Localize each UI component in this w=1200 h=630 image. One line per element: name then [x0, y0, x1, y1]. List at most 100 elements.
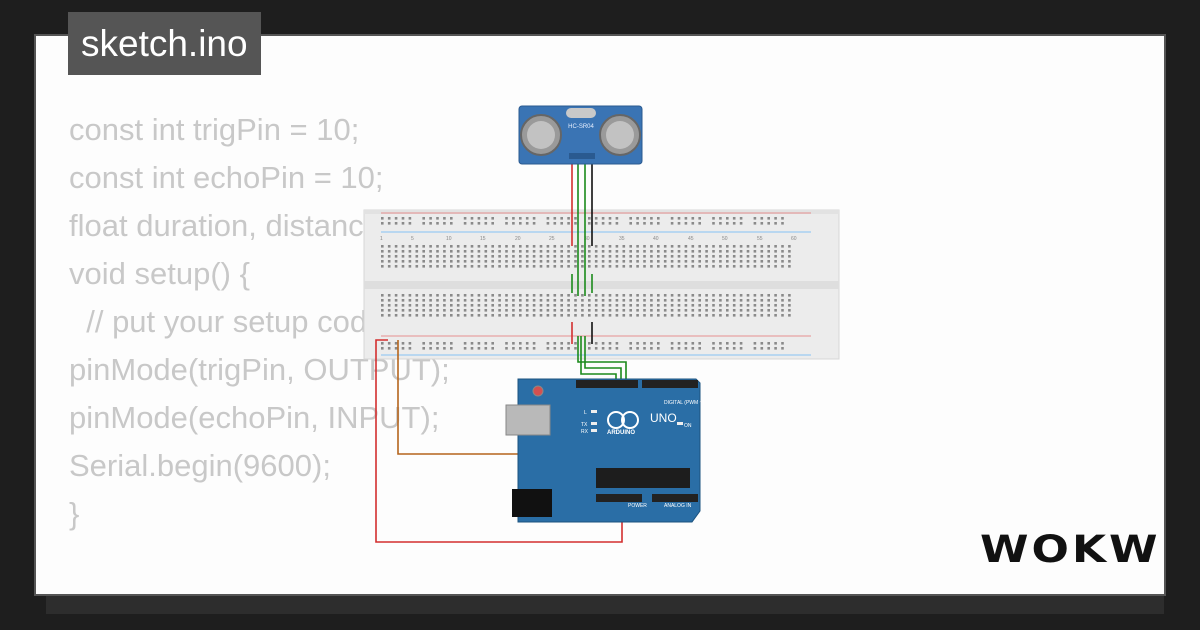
breadboard-hole	[470, 265, 474, 268]
arduino-uno[interactable]: UNO ARDUINO DIGITAL (PWM ~) POWER ANALOG…	[505, 378, 704, 523]
breadboard-hole	[719, 217, 722, 220]
breadboard-hole	[525, 294, 529, 297]
breadboard-hole	[657, 245, 660, 248]
breadboard-hole	[560, 245, 563, 248]
breadboard-hole	[381, 294, 384, 297]
breadboard-hole	[525, 309, 529, 312]
breadboard-hole	[657, 342, 660, 345]
breadboard-hole	[670, 309, 674, 312]
breadboard-hole	[532, 299, 536, 302]
breadboard-hole	[594, 260, 598, 263]
breadboard-hole	[484, 217, 488, 220]
breadboard-hole	[636, 299, 639, 302]
breadboard-hole	[415, 314, 419, 317]
breadboard-hole	[650, 245, 653, 248]
breadboard-hole	[574, 222, 577, 225]
breadboard-hole	[636, 314, 639, 317]
breadboard-hole	[615, 217, 619, 220]
breadboard-hole	[381, 255, 384, 258]
breadboard-hole	[588, 342, 591, 345]
ultrasonic-sensor[interactable]: HC-SR04	[518, 105, 643, 165]
breadboard-hole	[498, 309, 501, 312]
breadboard-hole	[408, 299, 412, 302]
breadboard-hole	[505, 314, 508, 317]
breadboard-hole	[463, 314, 467, 317]
breadboard-hole	[553, 314, 557, 317]
breadboard-hole	[705, 255, 708, 258]
breadboard-hole	[588, 347, 591, 350]
breadboard-hole	[512, 294, 515, 297]
breadboard-hole	[408, 342, 412, 345]
breadboard-hole	[567, 265, 570, 268]
breadboard-hole	[753, 309, 757, 312]
breadboard-hole	[774, 314, 777, 317]
breadboard-hole	[760, 222, 764, 225]
breadboard-hole	[650, 299, 653, 302]
breadboard-hole	[746, 250, 750, 253]
breadboard-hole	[477, 217, 481, 220]
breadboard-hole	[394, 265, 398, 268]
breadboard-hole	[429, 255, 432, 258]
breadboard-hole	[746, 294, 750, 297]
breadboard-hole	[429, 265, 432, 268]
wire-echo-to-uno	[584, 336, 622, 382]
breadboard-hole	[608, 314, 612, 317]
breadboard-hole	[629, 265, 632, 268]
breadboard-hole	[781, 342, 784, 345]
breadboard-hole	[491, 255, 494, 258]
breadboard-hole	[719, 260, 722, 263]
breadboard-hole	[525, 304, 529, 307]
breadboard-hole	[601, 342, 605, 345]
breadboard-hole	[546, 255, 550, 258]
breadboard-hole	[415, 299, 419, 302]
breadboard-hole	[726, 347, 729, 350]
breadboard-hole	[401, 245, 405, 248]
breadboard-hole	[401, 309, 405, 312]
breadboard-hole	[691, 250, 695, 253]
breadboard-hole	[519, 250, 522, 253]
breadboard-hole	[726, 245, 729, 248]
breadboard-hole	[650, 222, 653, 225]
breadboard-hole	[498, 250, 501, 253]
breadboard-hole	[387, 217, 391, 220]
breadboard-hole	[387, 294, 391, 297]
breadboard-hole	[643, 245, 646, 248]
breadboard-hole	[512, 250, 515, 253]
breadboard-hole	[408, 314, 412, 317]
breadboard-hole	[657, 304, 660, 307]
breadboard-hole	[443, 245, 446, 248]
breadboard-hole	[381, 217, 384, 220]
breadboard-hole	[491, 294, 494, 297]
breadboard-hole	[705, 250, 708, 253]
breadboard-hole	[394, 217, 398, 220]
wire-trig-to-uno	[577, 336, 627, 382]
breadboard-hole	[394, 250, 398, 253]
breadboard-hole	[532, 309, 536, 312]
breadboard-hole	[643, 250, 646, 253]
breadboard-hole	[636, 255, 639, 258]
breadboard-hole	[601, 299, 605, 302]
breadboard-hole	[532, 255, 536, 258]
breadboard-hole	[470, 222, 474, 225]
breadboard-hole	[512, 309, 515, 312]
breadboard-hole	[608, 255, 612, 258]
breadboard-hole	[781, 314, 784, 317]
breadboard-hole	[588, 294, 591, 297]
breadboard-hole	[753, 250, 757, 253]
breadboard-hole	[767, 314, 770, 317]
circuit-diagram: 1 5 10 15 20 25 30 35 40 45 50 55 60	[363, 105, 840, 543]
breadboard-hole	[705, 299, 708, 302]
breadboard-hole	[705, 314, 708, 317]
breadboard-hole	[588, 255, 591, 258]
breadboard-hole	[567, 245, 570, 248]
breadboard-hole	[422, 314, 425, 317]
breadboard-hole	[505, 250, 508, 253]
breadboard-hole	[608, 304, 612, 307]
breadboard-hole	[732, 250, 736, 253]
breadboard-hole	[394, 260, 398, 263]
breadboard-hole	[539, 314, 543, 317]
breadboard-hole	[477, 260, 481, 263]
breadboard-hole	[436, 255, 439, 258]
breadboard-hole	[560, 314, 563, 317]
breadboard-hole	[401, 222, 405, 225]
